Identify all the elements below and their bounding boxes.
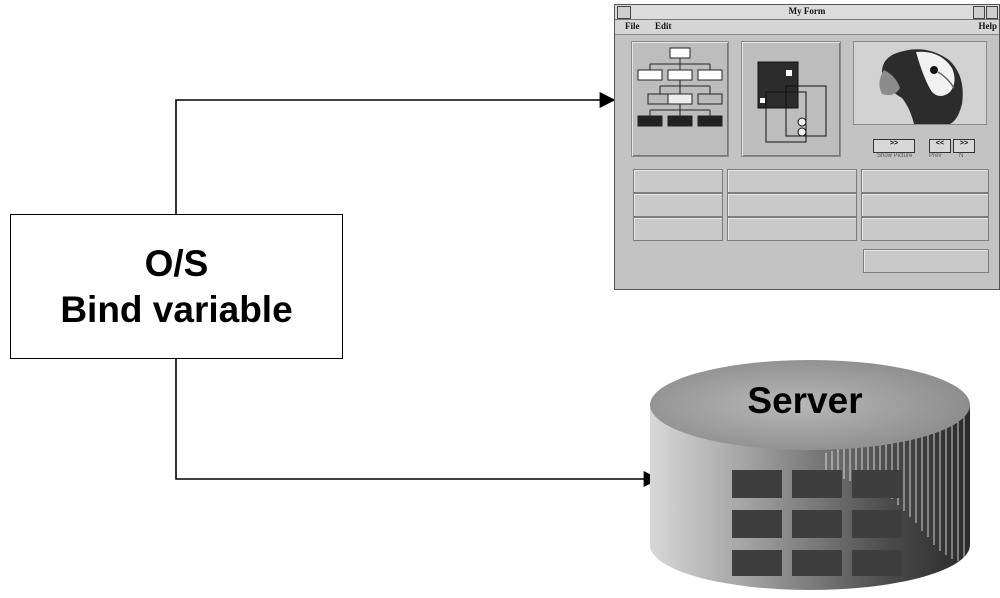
grid-cell[interactable]: [727, 193, 857, 217]
grid-cell[interactable]: [633, 217, 723, 241]
parrot-image: [854, 42, 986, 125]
grid-cell[interactable]: [633, 169, 723, 193]
hierarchy-panel: [631, 41, 729, 157]
minimize-icon[interactable]: [973, 6, 985, 19]
server-label: Server: [747, 380, 863, 421]
server-cylinder-icon: [650, 360, 970, 590]
maximize-icon[interactable]: [986, 6, 998, 19]
status-field[interactable]: [863, 249, 989, 273]
overlapping-windows-icon: [757, 61, 827, 143]
data-blocks: [732, 470, 902, 576]
bind-variable-label: Bind variable: [60, 288, 293, 330]
arrow-to-form: [175, 92, 616, 214]
picture-panel: [853, 41, 987, 125]
form-menu-bar: File Edit Help: [615, 20, 999, 35]
show-picture-button[interactable]: >>: [873, 139, 915, 153]
prev-button[interactable]: <<: [929, 139, 951, 153]
grid-cell[interactable]: [861, 169, 989, 193]
arrow-to-server: [175, 359, 660, 487]
form-window-title: My Form: [788, 6, 826, 16]
windows-panel: [741, 41, 841, 157]
grid-cell[interactable]: [727, 169, 857, 193]
next-button[interactable]: >>: [953, 139, 975, 153]
stripe-pattern: [825, 407, 965, 563]
grid-cell[interactable]: [861, 193, 989, 217]
form-title-bar: My Form: [615, 5, 999, 20]
menu-edit[interactable]: Edit: [655, 21, 672, 31]
system-menu-icon[interactable]: [617, 6, 631, 19]
next-label: N: [959, 153, 964, 159]
os-bind-variable-box: O/S Bind variable: [10, 214, 343, 359]
grid-cell[interactable]: [633, 193, 723, 217]
menu-file[interactable]: File: [625, 21, 640, 31]
menu-help[interactable]: Help: [978, 21, 997, 31]
grid-cell[interactable]: [727, 217, 857, 241]
grid-cell[interactable]: [861, 217, 989, 241]
show-picture-label: Show Picture: [877, 153, 913, 159]
prev-label: Prev: [929, 153, 942, 159]
hierarchy-tree-icon: [637, 47, 723, 127]
os-label: O/S: [144, 242, 209, 284]
form-window: My Form File Edit Help: [614, 4, 1000, 290]
